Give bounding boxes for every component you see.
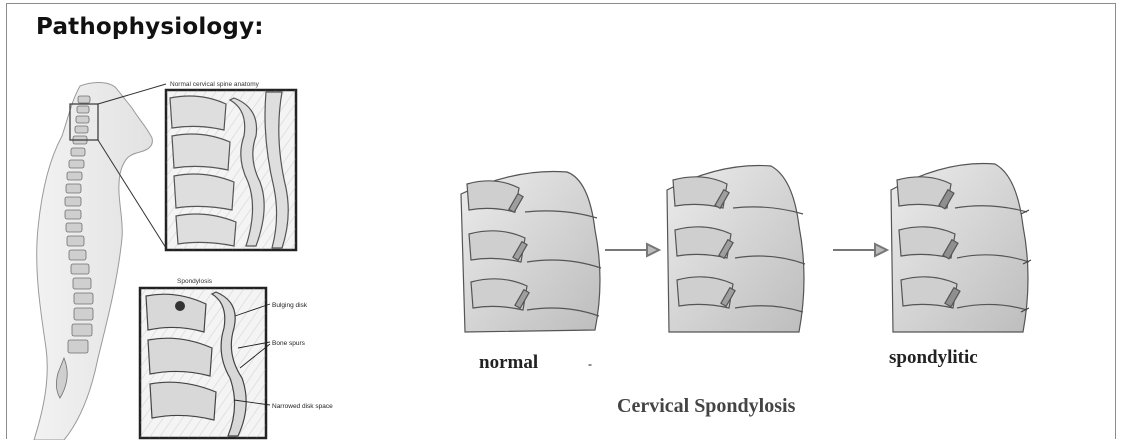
body-silhouette (34, 83, 152, 441)
label-bulging-disk: Bulging disk (272, 302, 308, 309)
spine-anatomy-figure: Normal cervical spine anatomy Spondylosi… (20, 78, 400, 440)
spine-segment-normal (461, 171, 601, 332)
cervical-spondylosis-figure: normal - spondylitic Cervical Spondylosi… (455, 150, 1055, 440)
stage-label-normal: normal (479, 352, 538, 373)
progression-arrow-1 (605, 244, 659, 256)
progression-arrow-2 (833, 244, 887, 256)
spine-segment-intermediate (667, 166, 805, 333)
stage-label-spondylitic: spondylitic (889, 347, 978, 368)
spondylosis-inset (140, 288, 266, 438)
spine-segment-spondylitic (891, 164, 1031, 332)
figure-title: Cervical Spondylosis (617, 395, 796, 417)
inset-bottom-caption: Spondylosis (177, 278, 213, 285)
normal-anatomy-inset (166, 90, 296, 250)
label-bone-spurs: Bone spurs (272, 340, 306, 347)
slide-heading: Pathophysiology: (36, 14, 264, 40)
stage-label-mark: - (588, 357, 592, 371)
inset-top-caption: Normal cervical spine anatomy (170, 81, 260, 88)
label-narrowed-disk-space: Narrowed disk space (272, 403, 333, 410)
